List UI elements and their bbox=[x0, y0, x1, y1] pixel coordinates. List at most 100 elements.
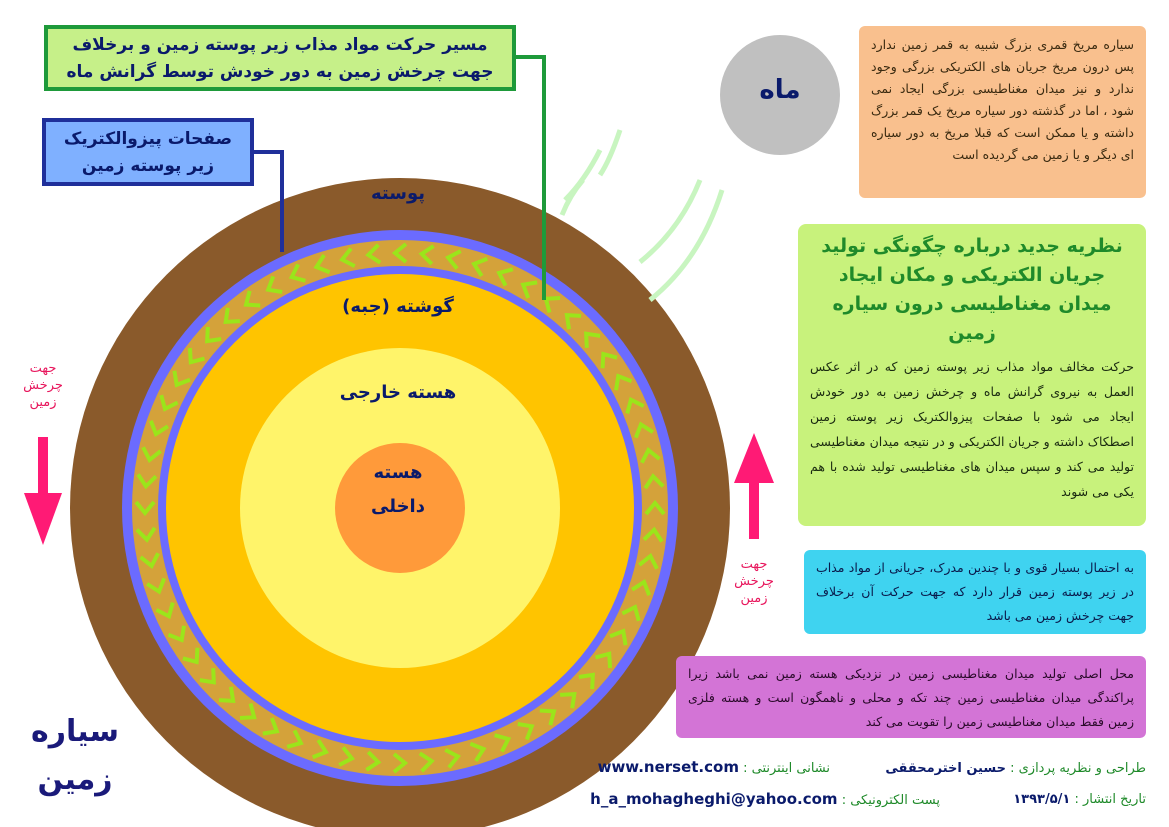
inner-core-label-2: داخلی bbox=[371, 496, 425, 517]
magnetic-note: محل اصلی تولید میدان مغناطیسی زمین در نز… bbox=[676, 656, 1146, 738]
moon-label: ماه bbox=[759, 75, 801, 105]
rotation-left-line2: چرخش bbox=[23, 378, 63, 393]
flow-chevron bbox=[564, 313, 582, 330]
flow-chevron bbox=[159, 394, 179, 412]
mantle-flow-leader bbox=[516, 55, 546, 300]
flow-chevron bbox=[141, 446, 162, 463]
date-label: تاریخ انتشار : bbox=[1074, 792, 1147, 807]
mantle-flow-callout: مسیر حرکت مواد مذاب زیر پوسته زمین و برخ… bbox=[44, 25, 516, 91]
rotation-right-line3: زمین bbox=[740, 591, 768, 606]
flow-chevron bbox=[239, 702, 257, 721]
flow-chevron bbox=[643, 473, 665, 490]
theory-panel: نظریه جدید درباره چگونگی تولید جریان الک… bbox=[798, 224, 1146, 526]
flow-chevron bbox=[494, 733, 512, 753]
flow-chevron bbox=[146, 577, 167, 595]
rotation-right-line1: جهت bbox=[740, 557, 768, 572]
flow-chevron bbox=[243, 290, 261, 308]
email-credit: پست الکترونیکی : h_a_mohagheghi@yahoo.co… bbox=[590, 790, 940, 810]
flow-chevron bbox=[365, 243, 382, 265]
flow-chevron bbox=[182, 647, 200, 665]
planet-title-line1: سیاره bbox=[31, 714, 119, 749]
inner-core-layer bbox=[335, 443, 465, 573]
website-credit: نشانی اینترنتی : www.nerset.com bbox=[597, 758, 830, 778]
moon-gravity-waves bbox=[559, 129, 725, 302]
piezo-plates-callout: صفحات پیزوالکتریک زیر پوسته زمین bbox=[42, 118, 254, 186]
flow-chevron bbox=[339, 247, 356, 268]
planet-title-line2: زمین bbox=[37, 762, 113, 797]
flow-chevron bbox=[365, 750, 382, 772]
website-link[interactable]: www.nerset.com bbox=[597, 758, 739, 776]
flow-chevron bbox=[223, 307, 240, 324]
current-note: به احتمال بسیار قوی و با چندین مدرک، جری… bbox=[804, 550, 1146, 634]
piezo-leader bbox=[254, 150, 284, 252]
flow-chevron bbox=[418, 751, 435, 773]
flow-chevron bbox=[313, 254, 331, 275]
flow-chevron bbox=[560, 692, 577, 709]
flow-chevron bbox=[167, 625, 186, 643]
flow-chevron bbox=[286, 729, 304, 749]
flow-chevron bbox=[139, 552, 160, 569]
flow-chevron bbox=[155, 602, 175, 620]
email-label: پست الکترونیکی : bbox=[841, 793, 940, 808]
rotation-label-right: جهت چرخش زمین bbox=[724, 556, 784, 607]
flow-chevron bbox=[471, 256, 489, 277]
inner-core-label-1: هسته bbox=[373, 462, 422, 483]
flow-chevron bbox=[288, 263, 306, 283]
flow-chevron bbox=[444, 748, 461, 769]
flow-chevron bbox=[469, 741, 487, 762]
flow-chevron bbox=[418, 244, 435, 266]
flow-chevron bbox=[621, 604, 641, 622]
flow-chevron bbox=[625, 396, 645, 414]
date-credit: تاریخ انتشار : ۱۳۹۳/۵/۱ bbox=[960, 791, 1146, 809]
mantle-flow-chevrons bbox=[134, 242, 666, 774]
flow-chevron bbox=[539, 708, 557, 726]
flow-chevron bbox=[517, 722, 535, 741]
date-value: ۱۳۹۳/۵/۱ bbox=[1013, 792, 1071, 807]
designer-credit: طراحی و نظریه پردازی : حسین اخترمحققی bbox=[880, 760, 1146, 778]
flow-chevron bbox=[578, 672, 595, 690]
flow-chevron bbox=[644, 499, 666, 516]
rotation-arrow-up bbox=[734, 433, 774, 539]
flow-chevron bbox=[262, 717, 280, 736]
flow-chevron bbox=[136, 473, 158, 490]
theory-body: حرکت مخالف مواد مذاب زیر پوسته زمین که د… bbox=[810, 359, 1134, 499]
flow-chevron bbox=[496, 267, 514, 287]
flow-chevron bbox=[600, 351, 618, 369]
flow-chevron bbox=[640, 447, 661, 464]
email-link[interactable]: h_a_mohagheghi@yahoo.com bbox=[590, 790, 838, 808]
planet-title: سیاره زمین bbox=[20, 708, 130, 804]
flow-chevron bbox=[134, 500, 156, 517]
rotation-left-line3: زمین bbox=[29, 395, 57, 410]
moon-note: سیاره مریخ قمری بزرگ شبیه به قمر زمین ند… bbox=[859, 26, 1146, 198]
rotation-arrow-down bbox=[24, 437, 62, 545]
flow-chevron bbox=[445, 249, 462, 270]
flow-chevron bbox=[633, 421, 654, 439]
rotation-right-line2: چرخش bbox=[734, 574, 774, 589]
website-label: نشانی اینترنتی : bbox=[743, 761, 830, 776]
flow-chevron bbox=[187, 347, 206, 365]
flow-chevron bbox=[631, 579, 652, 597]
flow-chevron bbox=[338, 746, 355, 767]
theory-title: نظریه جدید درباره چگونگی تولید جریان الک… bbox=[821, 235, 1123, 344]
flow-chevron bbox=[199, 668, 216, 685]
designer-name: حسین اخترمحققی bbox=[885, 761, 1006, 776]
flow-chevron bbox=[638, 553, 659, 570]
flow-chevron bbox=[205, 326, 222, 344]
flow-chevron bbox=[642, 526, 664, 543]
moon bbox=[720, 35, 840, 155]
flow-chevron bbox=[135, 526, 157, 543]
flow-chevron bbox=[584, 331, 601, 348]
flow-chevron bbox=[594, 651, 613, 669]
outer-core-label: هسته خارجی bbox=[340, 382, 457, 403]
flow-chevron bbox=[172, 370, 191, 388]
flow-chevron bbox=[148, 419, 169, 437]
flow-chevron bbox=[265, 275, 283, 294]
designer-label: طراحی و نظریه پردازی : bbox=[1010, 761, 1146, 776]
flow-chevron bbox=[609, 628, 628, 646]
mantle-label: گوشته (جبه) bbox=[342, 295, 454, 317]
rotation-left-line1: جهت bbox=[29, 361, 57, 376]
crust-label: پوسته bbox=[371, 183, 425, 204]
flow-chevron bbox=[520, 280, 538, 299]
flow-chevron bbox=[392, 752, 409, 774]
